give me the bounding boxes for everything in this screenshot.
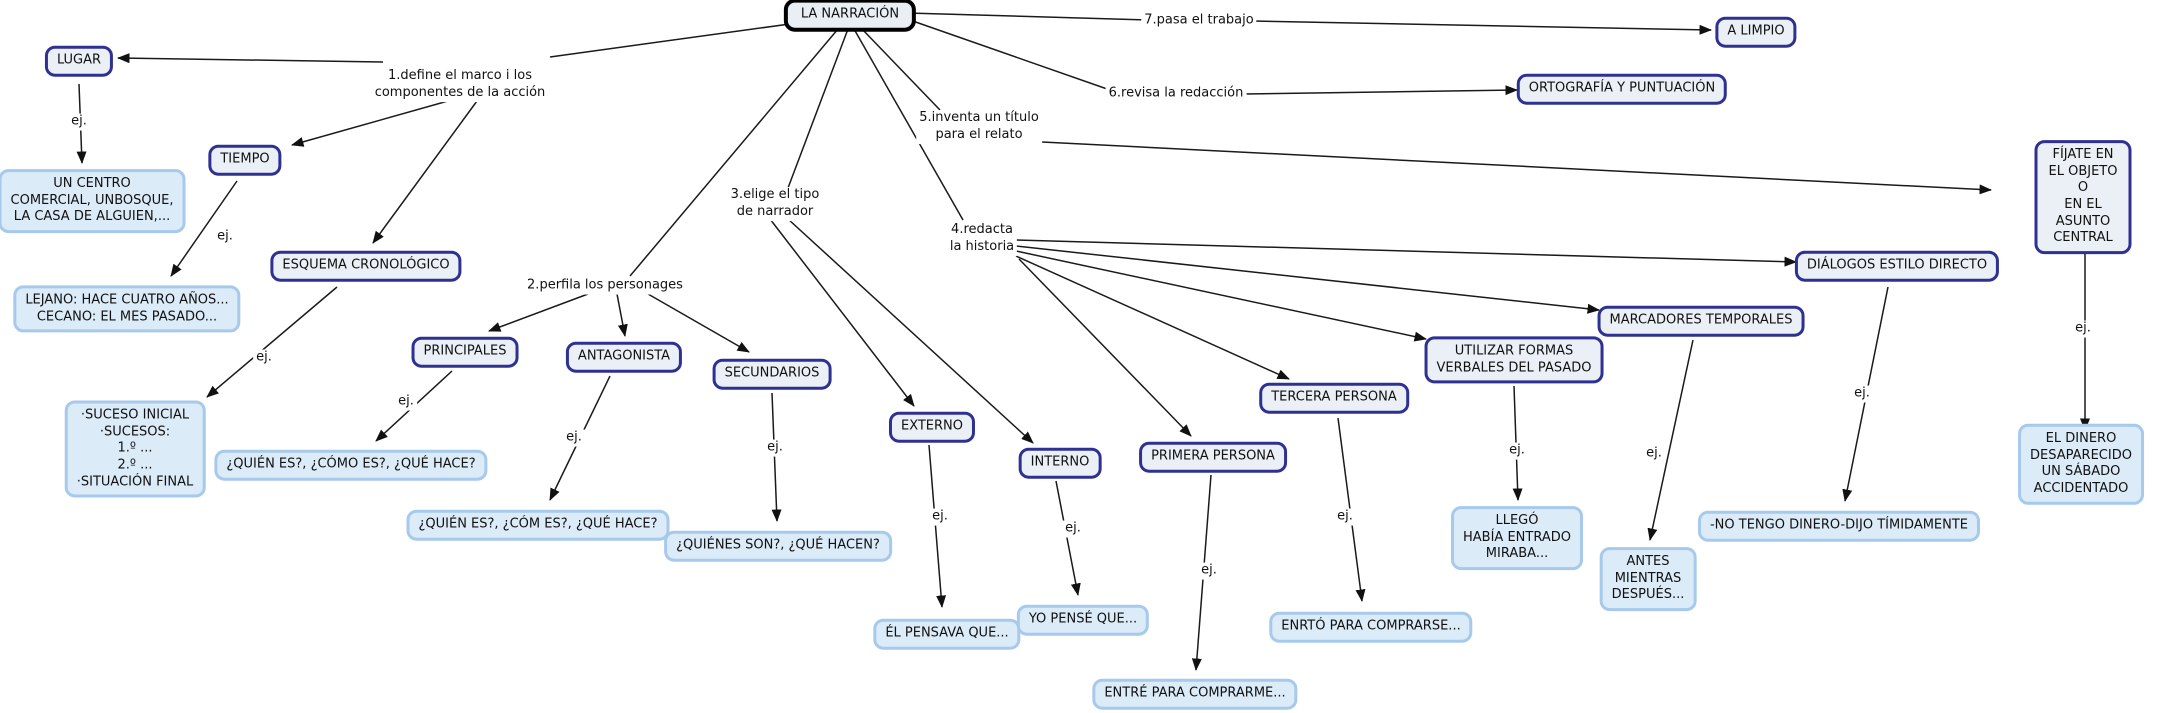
example-primera[interactable]: ENTRÉ PARA COMPRARME...: [1092, 678, 1298, 710]
link-step1-lugar: [117, 53, 384, 64]
link-step6-ortografia: [1243, 85, 1518, 96]
link-step4-tercera: [1015, 255, 1290, 380]
link-label-step5[interactable]: 5.inventa un título para el relato: [916, 110, 1042, 144]
node-marcadores-temporales[interactable]: MARCADORES TEMPORALES: [1597, 305, 1805, 337]
link-label-ej-principales[interactable]: ej.: [395, 393, 417, 411]
link-label-ej-interno[interactable]: ej.: [1062, 520, 1084, 538]
link-marcadores-example: [1647, 339, 1694, 541]
link-externo-example: [928, 444, 947, 608]
example-tiempo[interactable]: LEJANO: HACE CUATRO AÑOS... CECANO: EL M…: [13, 285, 241, 333]
node-interno[interactable]: INTERNO: [1018, 447, 1102, 479]
link-label-ej-marcadores[interactable]: ej.: [1643, 445, 1665, 463]
link-label-ej-externo[interactable]: ej.: [929, 508, 951, 526]
link-step2-antagonista: [616, 293, 628, 337]
link-step4-primera: [1018, 258, 1192, 437]
node-externo[interactable]: EXTERNO: [888, 411, 976, 443]
link-label-ej-utilizar[interactable]: ej.: [1506, 442, 1528, 460]
node-secundarios[interactable]: SECUNDARIOS: [712, 358, 832, 390]
link-label-ej-primera[interactable]: ej.: [1198, 562, 1220, 580]
link-step1-esquema: [372, 100, 478, 244]
node-lugar[interactable]: LUGAR: [44, 45, 114, 77]
link-step4-marcadores: [1015, 245, 1600, 314]
link-label-step3[interactable]: 3.elige el tipo de narrador: [727, 187, 823, 221]
link-label-ej-tercera[interactable]: ej.: [1334, 508, 1356, 526]
link-main-step4: [853, 28, 964, 221]
example-antagonista[interactable]: ¿QUIÉN ES?, ¿CÓM ES?, ¿QUÉ HACE?: [406, 509, 670, 541]
example-marcadores[interactable]: ANTES MIENTRAS DESPUÉS...: [1599, 547, 1697, 611]
link-label-ej-secundarios[interactable]: ej.: [764, 439, 786, 457]
link-step1-tiempo: [291, 100, 449, 147]
example-tercera[interactable]: ENRTÓ PARA COMPRARSE...: [1269, 611, 1473, 643]
link-label-step4[interactable]: 4.redacta la historia: [946, 222, 1018, 256]
link-step7-alimpio: [1251, 20, 1712, 35]
link-label-ej-lugar[interactable]: ej.: [68, 113, 90, 131]
link-label-ej-dialogos[interactable]: ej.: [1851, 385, 1873, 403]
link-tiempo-example: [170, 180, 238, 277]
node-principales[interactable]: PRINCIPALES: [411, 336, 519, 368]
example-esquema[interactable]: ·SUCESO INICIAL ·SUCESOS: 1.º ... 2.º ..…: [64, 400, 206, 498]
link-label-ej-antagonista[interactable]: ej.: [563, 429, 585, 447]
link-label-step7[interactable]: 7.pasa el trabajo: [1141, 12, 1257, 30]
node-esquema-cronologico[interactable]: ESQUEMA CRONOLÓGICO: [270, 250, 462, 282]
example-interno[interactable]: YO PENSÉ QUE...: [1016, 604, 1150, 636]
node-tercera-persona[interactable]: TERCERA PERSONA: [1259, 382, 1409, 414]
link-esquema-example: [206, 286, 338, 398]
link-main-step3: [787, 28, 849, 189]
link-step4-dialogos: [1015, 239, 1797, 267]
link-label-ej-fijate[interactable]: ej.: [2072, 320, 2094, 338]
example-fijate[interactable]: EL DINERO DESAPARECIDO UN SÁBADO ACCIDEN…: [2018, 423, 2144, 505]
link-label-step6[interactable]: 6.revisa la redacción: [1105, 85, 1247, 103]
link-label-step1[interactable]: 1.define el marco i los componentes de l…: [371, 68, 549, 102]
link-step3-externo: [769, 218, 915, 407]
link-main-step7: [906, 12, 1150, 21]
link-step2-principales: [488, 293, 589, 332]
example-dialogos[interactable]: -NO TENGO DINERO-DIJO TÍMIDAMENTE: [1697, 510, 1981, 542]
example-externo[interactable]: ÉL PENSAVA QUE...: [873, 618, 1021, 650]
link-main-step5: [861, 28, 941, 111]
link-step3-interno: [787, 218, 1034, 444]
node-utilizar-formas-verbales[interactable]: UTILIZAR FORMAS VERBALES DEL PASADO: [1424, 336, 1604, 384]
link-main-step1: [549, 22, 798, 58]
node-tiempo[interactable]: TIEMPO: [208, 144, 282, 176]
node-primera-persona[interactable]: PRIMERA PERSONA: [1139, 441, 1287, 473]
link-interno-example: [1055, 480, 1081, 596]
node-antagonista[interactable]: ANTAGONISTA: [565, 341, 683, 373]
node-ortografia-y-puntuacion[interactable]: ORTOGRAFÍA Y PUNTUACIÓN: [1516, 73, 1728, 105]
node-fijate-objeto-asunto[interactable]: FÍJATE EN EL OBJETO O EN EL ASUNTO CENTR…: [2034, 140, 2132, 254]
example-principales[interactable]: ¿QUIÉN ES?, ¿CÓMO ES?, ¿QUÉ HACE?: [214, 449, 488, 481]
node-la-narracion[interactable]: LA NARRACIÓN: [783, 0, 917, 32]
example-utilizar[interactable]: LLEGÓ HABÍA ENTRADO MIRABA...: [1451, 506, 1583, 570]
link-step4-utilizar: [1015, 250, 1427, 342]
node-dialogos-estilo-directo[interactable]: DIÁLOGOS ESTILO DIRECTO: [1794, 250, 2000, 282]
link-label-ej-esquema[interactable]: ej.: [253, 349, 275, 367]
example-secundarios[interactable]: ¿QUIÉNES SON?, ¿QUÉ HACEN?: [664, 530, 892, 562]
link-secundarios-example: [771, 392, 782, 522]
link-main-step6: [906, 18, 1111, 91]
node-a-limpio[interactable]: A LIMPIO: [1715, 16, 1797, 48]
link-step2-secundarios: [647, 293, 750, 353]
link-label-ej-tiempo[interactable]: ej.: [214, 228, 236, 246]
example-lugar[interactable]: UN CENTRO COMERCIAL, UNBOSQUE, LA CASA D…: [0, 169, 186, 233]
link-main-step2: [629, 28, 839, 277]
link-label-step2[interactable]: 2.perfila los personages: [524, 277, 686, 295]
link-step5-fijate: [1041, 141, 1992, 195]
